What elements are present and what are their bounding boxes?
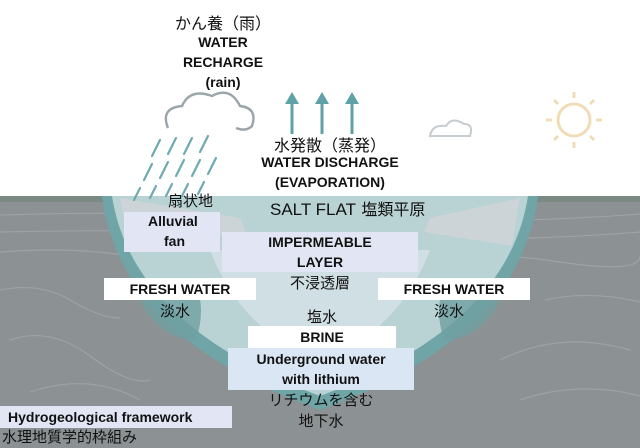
framework-caption-box	[0, 406, 232, 428]
fresh-water-right-label-ja: 淡水	[434, 302, 465, 320]
salt-flat-label-ja: 塩類平原	[361, 200, 426, 219]
impermeable-layer-label-en-1: IMPERMEABLE	[268, 234, 372, 250]
small-cloud-icon	[428, 119, 473, 137]
underground-water-label-en-1: Underground water	[256, 351, 386, 367]
recharge-label-ja: かん養（雨）	[174, 14, 271, 33]
fresh-water-right-label-en: FRESH WATER	[403, 281, 505, 297]
brine-label-ja: 塩水	[306, 308, 337, 326]
fresh-water-left-label-en: FRESH WATER	[129, 281, 231, 297]
brine-core	[210, 250, 430, 362]
underground-water-box	[228, 348, 414, 390]
discharge-label-en-2: (EVAPORATION)	[275, 174, 385, 190]
underground-water-label-ja-1: リチウムを含む	[268, 391, 374, 409]
recharge-label-en-1: WATER	[198, 34, 248, 50]
alluvial-fan-box	[124, 212, 220, 252]
underground-water-label-ja-2: 地下水	[298, 412, 344, 430]
alluvial-fan-label-en-1: Alluvial	[148, 213, 198, 229]
fresh-water-right-box	[378, 278, 530, 300]
underground-water-label-en-2: with lithium	[282, 371, 360, 387]
impermeable-layer-box	[222, 232, 418, 272]
alluvial-fan-right	[424, 198, 520, 246]
impermeable-layer-label-ja: 不浸透層	[289, 274, 350, 292]
salt-flat-label: SALT FLAT 塩類平原	[270, 196, 425, 220]
fresh-water-left-box	[104, 278, 256, 300]
recharge-label-en-2: RECHARGE	[182, 54, 264, 70]
discharge-label-ja: 水発散（蒸発）	[273, 136, 386, 155]
recharge-label-en-3: (rain)	[205, 74, 241, 90]
brine-box	[248, 326, 396, 348]
impermeable-layer-label-en-2: LAYER	[296, 254, 344, 270]
framework-caption-en: Hydrogeological framework	[8, 409, 193, 425]
fresh-water-left-label-ja: 淡水	[160, 302, 191, 320]
evaporation-arrows-icon	[285, 92, 359, 134]
framework-caption-ja: 水理地質学的枠組み	[2, 428, 138, 446]
brine-label-en: BRINE	[300, 329, 344, 345]
rain-cloud-icon	[164, 91, 255, 131]
sun-icon	[546, 92, 602, 148]
salt-flat-label-en: SALT FLAT	[270, 200, 356, 219]
alluvial-fan-label-ja: 扇状地	[168, 192, 214, 210]
discharge-label-en-1: WATER DISCHARGE	[261, 154, 399, 170]
rain-streaks	[132, 134, 218, 202]
alluvial-fan-label-en-2: fan	[164, 233, 185, 249]
